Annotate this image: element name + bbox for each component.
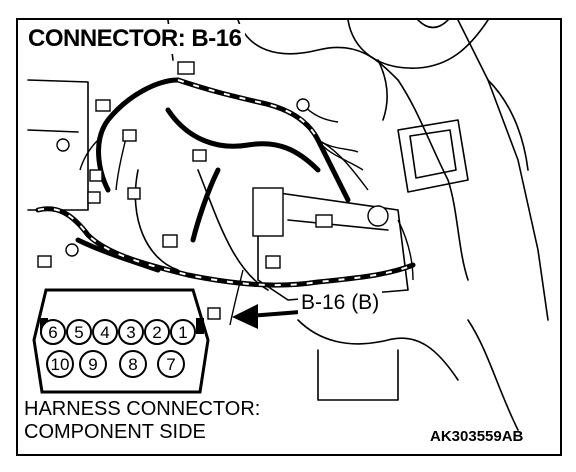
pin-label: 8 xyxy=(128,355,137,374)
harness-note: HARNESS CONNECTOR: COMPONENT SIDE xyxy=(24,398,261,444)
pin-4: 4 xyxy=(92,319,118,345)
pin-row-top: 6 5 4 3 2 1 xyxy=(40,319,196,345)
connector-title: CONNECTOR: B-16 xyxy=(26,24,246,54)
pin-label: 2 xyxy=(152,323,161,342)
pin-label: 6 xyxy=(48,323,57,342)
pin-row-bottom: 10 9 8 7 xyxy=(46,350,185,378)
pin-8: 8 xyxy=(119,350,147,378)
pin-label: 4 xyxy=(100,323,109,342)
connector-callout-label: B-16 (B) xyxy=(298,290,383,316)
pin-label: 9 xyxy=(88,355,97,374)
pin-label: 5 xyxy=(74,323,83,342)
pin-7: 7 xyxy=(157,350,185,378)
pin-label: 7 xyxy=(166,355,175,374)
pin-label: 1 xyxy=(178,323,187,342)
pin-label: 3 xyxy=(126,323,135,342)
pin-10: 10 xyxy=(46,350,74,378)
pin-1: 1 xyxy=(170,319,196,345)
diagram-frame: 6 5 4 3 2 1 10 9 8 7 xyxy=(16,18,562,456)
harness-note-line1: HARNESS CONNECTOR: xyxy=(24,398,261,420)
harness-note-line2: COMPONENT SIDE xyxy=(24,421,206,443)
pin-5: 5 xyxy=(66,319,92,345)
pin-9: 9 xyxy=(79,350,107,378)
pin-2: 2 xyxy=(144,319,170,345)
callout-arrow xyxy=(232,304,301,329)
pin-6: 6 xyxy=(40,319,66,345)
figure-id: AK303559AB xyxy=(430,428,524,445)
pin-label: 10 xyxy=(51,355,70,374)
pin-3: 3 xyxy=(118,319,144,345)
connector-pins: 6 5 4 3 2 1 10 9 8 7 xyxy=(40,319,196,378)
